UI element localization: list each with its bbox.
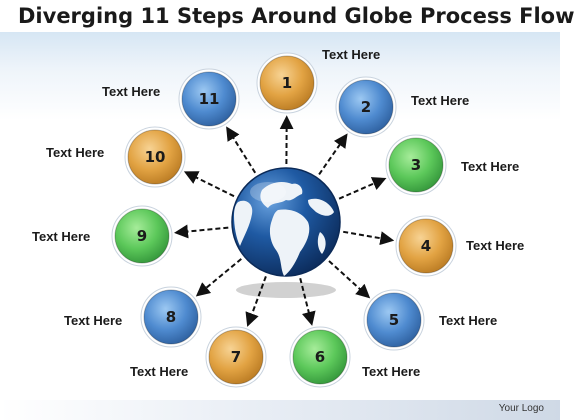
step-number: 9 [137, 227, 147, 245]
arrow-to-step-5 [328, 260, 371, 299]
arrow-to-step-10 [183, 171, 235, 198]
step-label-10: Text Here [46, 145, 104, 160]
step-node-8: 8 [140, 286, 202, 348]
step-circle [181, 71, 237, 127]
step-node-6: 6 [289, 326, 351, 388]
step-number: 7 [231, 348, 241, 366]
arrow-to-step-9 [174, 224, 229, 239]
step-label-3: Text Here [461, 159, 519, 174]
step-circle [338, 79, 394, 135]
arrow-to-step-3 [338, 177, 387, 200]
step-node-11: 11 [178, 68, 240, 130]
step-number: 2 [361, 98, 371, 116]
globe-icon [231, 167, 341, 298]
step-circle [208, 329, 264, 385]
step-number: 11 [199, 90, 220, 108]
step-label-6: Text Here [362, 364, 420, 379]
footer-band: Your Logo [0, 400, 560, 420]
step-number: 1 [282, 74, 292, 92]
step-label-2: Text Here [411, 93, 469, 108]
arrow-to-step-2 [318, 133, 348, 175]
step-node-7: 7 [205, 326, 267, 388]
step-circle [388, 137, 444, 193]
step-node-5: 5 [363, 289, 425, 351]
step-label-8: Text Here [64, 313, 122, 328]
step-number: 4 [421, 237, 431, 255]
step-label-7: Text Here [130, 364, 188, 379]
step-node-1: 1 [256, 52, 318, 114]
step-label-5: Text Here [439, 313, 497, 328]
step-circle [398, 218, 454, 274]
arrow-to-step-4 [343, 230, 395, 246]
step-number: 5 [389, 311, 399, 329]
step-circle [259, 55, 315, 111]
arrow-to-step-7 [245, 276, 267, 327]
step-node-2: 2 [335, 76, 397, 138]
arrow-to-step-8 [195, 258, 242, 297]
step-circle [366, 292, 422, 348]
step-node-9: 9 [111, 205, 173, 267]
step-node-10: 10 [124, 126, 186, 188]
logo-text: Your Logo [498, 403, 544, 414]
page-title: Diverging 11 Steps Around Globe Process … [18, 4, 575, 28]
step-node-3: 3 [385, 134, 447, 196]
step-label-11: Text Here [102, 84, 160, 99]
step-number: 3 [411, 156, 421, 174]
step-circle [292, 329, 348, 385]
step-label-4: Text Here [466, 238, 524, 253]
step-node-4: 4 [395, 215, 457, 277]
step-number: 6 [315, 348, 325, 366]
step-circle [127, 129, 183, 185]
step-number: 10 [145, 148, 166, 166]
step-circle [114, 208, 170, 264]
step-label-1: Text Here [322, 47, 380, 62]
arrows-layer [174, 115, 395, 327]
step-circle [143, 289, 199, 345]
step-label-9: Text Here [32, 229, 90, 244]
step-number: 8 [166, 308, 176, 326]
arrow-to-step-11 [226, 126, 257, 174]
